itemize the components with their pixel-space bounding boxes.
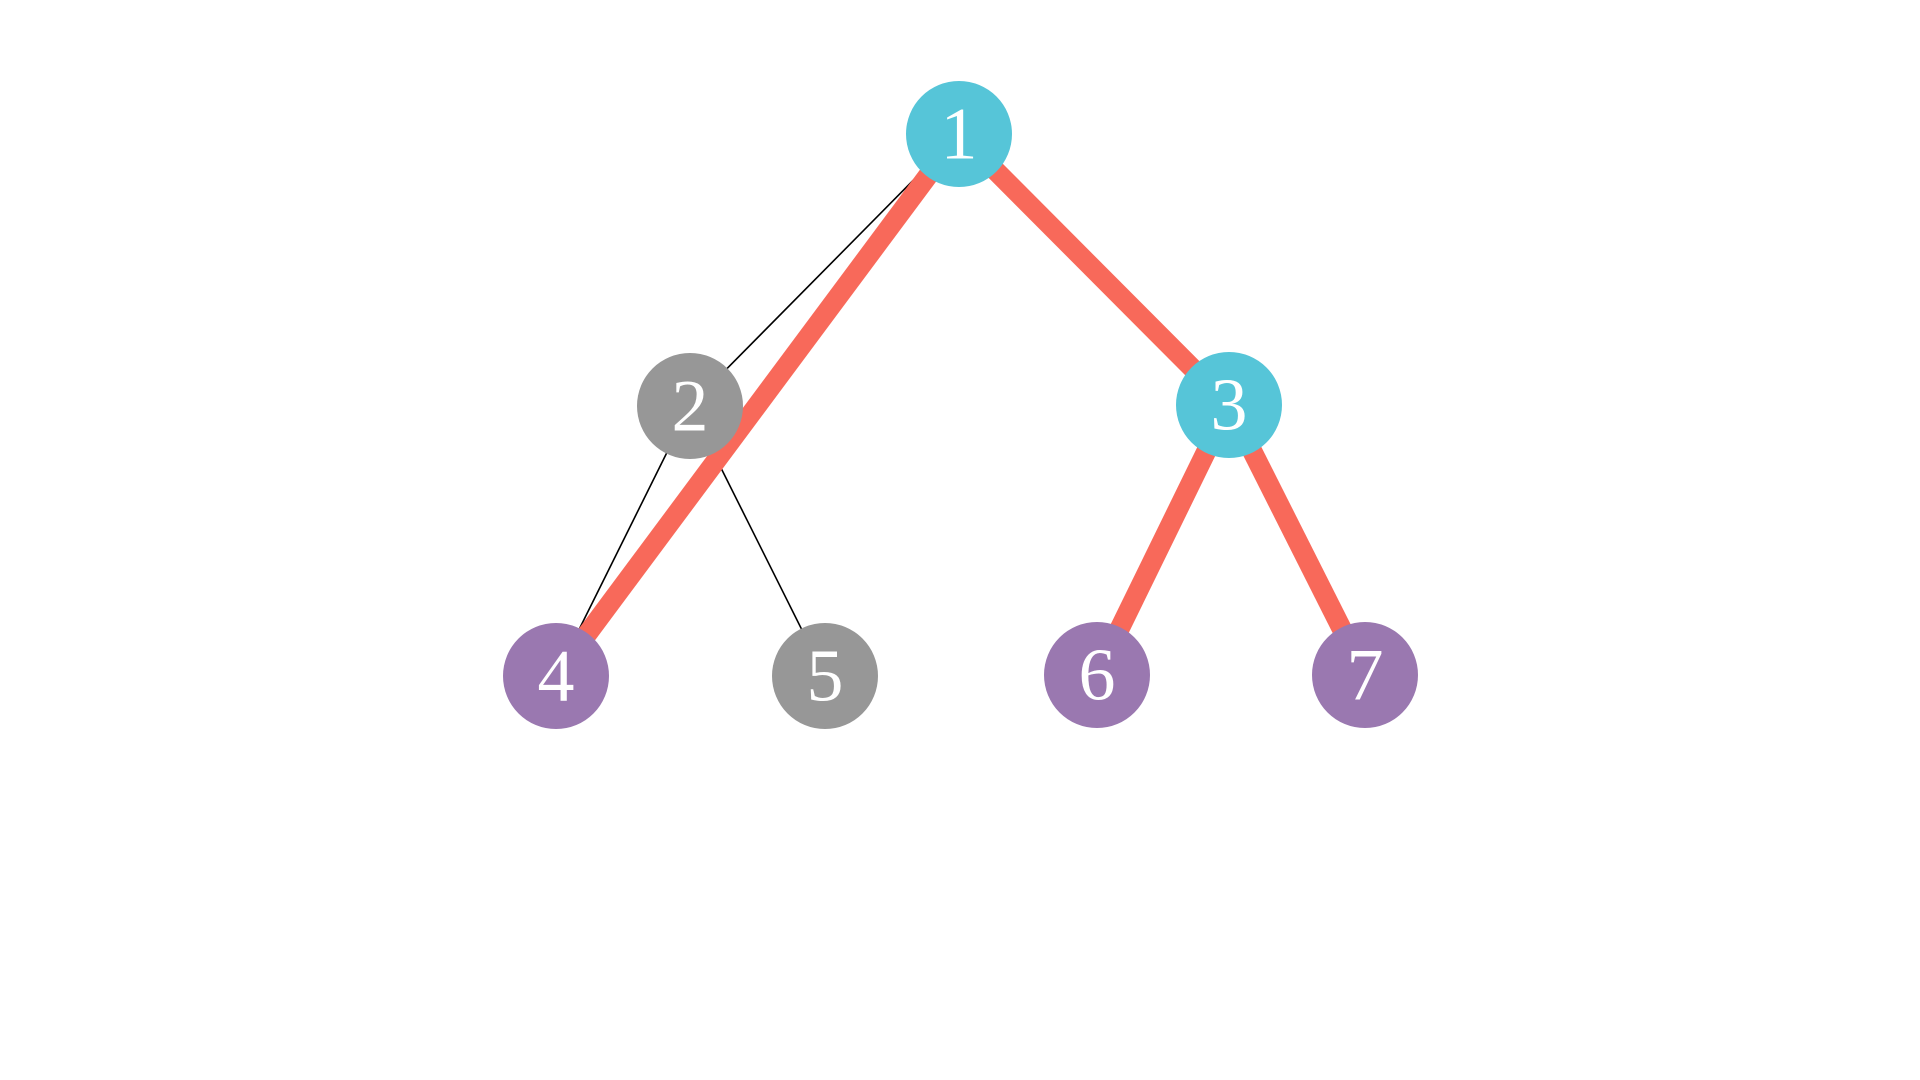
node-4-circle: [503, 623, 609, 729]
node-2-circle: [637, 353, 743, 459]
node-5: 5: [772, 623, 878, 729]
node-2-label: 2: [672, 365, 709, 447]
node-1-circle: [906, 81, 1012, 187]
node-1-label: 1: [941, 93, 978, 175]
node-5-circle: [772, 623, 878, 729]
node-7: 7: [1312, 622, 1418, 728]
node-1: 1: [906, 81, 1012, 187]
node-5-label: 5: [807, 635, 844, 717]
node-3-circle: [1176, 352, 1282, 458]
node-6-label: 6: [1079, 634, 1116, 716]
node-2: 2: [637, 353, 743, 459]
node-6: 6: [1044, 622, 1150, 728]
edge-1-3-highlight: [951, 126, 1237, 413]
node-7-label: 7: [1347, 634, 1384, 716]
node-3: 3: [1176, 352, 1282, 458]
node-3-label: 3: [1211, 364, 1248, 446]
node-6-circle: [1044, 622, 1150, 728]
node-4: 4: [503, 623, 609, 729]
edge-1-4-highlight: [547, 128, 968, 682]
node-7-circle: [1312, 622, 1418, 728]
node-4-label: 4: [538, 635, 575, 717]
